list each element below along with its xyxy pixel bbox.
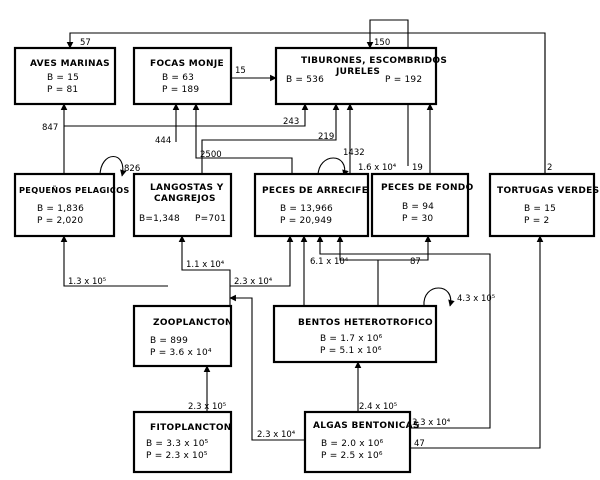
tiburones-name2: JURELES <box>335 67 380 77</box>
node-peces-fondo <box>370 172 470 238</box>
flow-zoo-arrecife <box>230 235 294 287</box>
flow-pelagicos-tiburones <box>64 103 309 127</box>
flow-arrecife-focas <box>192 103 293 174</box>
flow-label-150: 150 <box>374 38 390 48</box>
arrecife-p: P = 20,949 <box>280 216 332 226</box>
algas-b: B = 2.0 x 10⁶ <box>321 439 384 449</box>
focas-p: P = 189 <box>162 85 199 95</box>
tiburones-b: B = 536 <box>286 75 324 85</box>
node-aves-marinas <box>13 46 117 106</box>
pelagicos-p: P = 2,020 <box>37 216 83 226</box>
node-tortugas-verdes <box>488 172 596 238</box>
self-loop-pelagicos <box>99 156 127 177</box>
focas-b: B = 63 <box>162 73 194 83</box>
flow-label-826: 826 <box>124 164 140 174</box>
fondo-name: PECES DE FONDO <box>381 183 474 193</box>
aves-name: AVES MARINAS <box>30 59 110 69</box>
flow-zoo-pelagicos <box>60 235 168 287</box>
flow-label-13e5: 1.3 x 10⁵ <box>68 277 106 287</box>
flow-bentos-fondo <box>377 235 432 306</box>
flow-bentos-langostas <box>336 235 378 261</box>
flow-label-11e4: 1.1 x 10⁴ <box>186 260 225 270</box>
tiburones-name1: TIBURONES, ESCOMBRIDOS <box>301 56 447 66</box>
node-fitoplancton <box>132 410 233 474</box>
flow-label-57: 57 <box>80 38 91 48</box>
bentos-name: BENTOS HETEROTROFICO <box>298 318 433 328</box>
pelagicos-b: B = 1,836 <box>37 204 84 214</box>
flow-label-47: 47 <box>414 439 425 449</box>
flow-label-1432: 1432 <box>343 148 365 158</box>
flow-label-19: 19 <box>412 163 423 173</box>
flow-label-243: 243 <box>283 117 299 127</box>
flow-label-219: 219 <box>318 132 334 142</box>
zooplancton-p: P = 3.6 x 10⁴ <box>150 348 212 358</box>
tortugas-name: TORTUGAS VERDES <box>497 186 599 196</box>
flow-lines <box>60 19 546 449</box>
node-pequenos-pelagicos <box>13 172 116 238</box>
langostas-name2: CANGREJOS <box>154 194 216 204</box>
pelagicos-name: PEQUEÑOS PELAGICOS <box>19 185 130 195</box>
fitoplancton-b: B = 3.3 x 10⁵ <box>146 439 209 449</box>
fitoplancton-name: FITOPLANCTON <box>150 423 232 433</box>
flow-label-847: 847 <box>42 123 58 133</box>
flow-label-33e4: 3.3 x 10⁴ <box>412 418 451 428</box>
flow-algas-zoo <box>229 294 305 441</box>
flow-label-16e4: 1.6 x 10⁴ <box>358 163 397 173</box>
self-loop-arrecife <box>317 157 349 177</box>
flow-label-23e5: 2.3 x 10⁵ <box>188 402 226 412</box>
zooplancton-b: B = 899 <box>150 336 188 346</box>
node-bentos-heterotrofico <box>272 304 438 364</box>
flow-zoo-langostas <box>178 235 231 306</box>
node-langostas <box>132 172 233 238</box>
node-tiburones <box>274 46 438 106</box>
tiburones-p: P = 192 <box>385 75 422 85</box>
node-labels: AVES MARINAS B = 15 P = 81 FOCAS MONJE B… <box>19 56 599 461</box>
flow-label-15: 15 <box>235 66 246 76</box>
langostas-p: P=701 <box>195 214 226 224</box>
flow-label-87: 87 <box>410 257 421 267</box>
langostas-b: B=1,348 <box>139 214 180 224</box>
algas-name: ALGAS BENTONICAS <box>313 421 420 431</box>
arrecife-name: PECES DE ARRECIFE <box>262 186 368 196</box>
arrecife-b: B = 13,966 <box>280 204 333 214</box>
langostas-name1: LANGOSTAS Y <box>150 183 224 193</box>
flow-algas-arrecife <box>316 235 491 429</box>
flow-label-2: 2 <box>547 163 552 173</box>
flow-label-43e5: 4.3 x 10⁵ <box>457 294 495 304</box>
node-focas-monje <box>132 46 233 106</box>
node-algas-bentonicas <box>303 410 412 474</box>
node-boxes <box>13 46 596 474</box>
flow-label-2500: 2500 <box>200 150 222 160</box>
flow-label-24e5: 2.4 x 10⁵ <box>359 402 397 412</box>
tortugas-b: B = 15 <box>524 204 556 214</box>
algas-p: P = 2.5 x 10⁶ <box>321 451 383 461</box>
flow-label-444: 444 <box>155 136 171 146</box>
flow-label-61e4: 6.1 x 10⁴ <box>310 257 349 267</box>
aves-b: B = 15 <box>47 73 79 83</box>
flow-labels: 57 150 15 847 243 444 219 2500 1432 826 … <box>42 38 552 449</box>
bentos-b: B = 1.7 x 10⁶ <box>320 334 383 344</box>
bentos-p: P = 5.1 x 10⁶ <box>320 346 382 356</box>
fitoplancton-p: P = 2.3 x 10⁵ <box>146 451 208 461</box>
zooplancton-name: ZOOPLANCTON <box>153 318 233 328</box>
flow-label-23e4b: 2.3 x 10⁴ <box>257 430 296 440</box>
aves-p: P = 81 <box>47 85 78 95</box>
fondo-p: P = 30 <box>402 214 433 224</box>
self-loop-bentos <box>423 287 455 307</box>
node-peces-arrecife <box>253 172 370 238</box>
flow-langostas-tiburones <box>201 103 340 174</box>
focas-name: FOCAS MONJE <box>150 59 224 69</box>
flow-algas-tortugas <box>410 235 544 449</box>
flow-label-23e4: 2.3 x 10⁴ <box>234 277 273 287</box>
tortugas-p: P = 2 <box>524 216 549 226</box>
fondo-b: B = 94 <box>402 202 434 212</box>
node-zooplancton <box>132 304 233 368</box>
